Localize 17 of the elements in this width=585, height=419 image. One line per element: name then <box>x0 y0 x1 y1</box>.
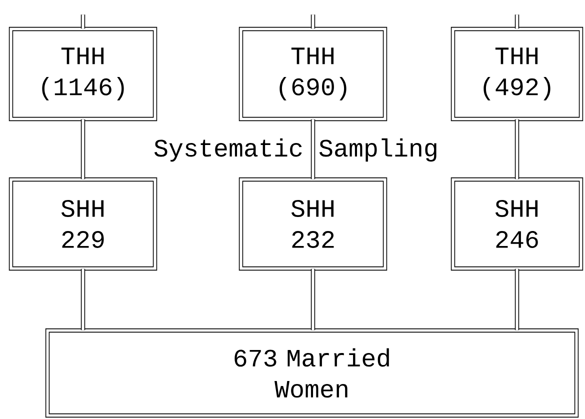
connector-line <box>80 119 86 180</box>
connector-line <box>514 268 520 330</box>
process-box: 673 Married Women <box>45 328 579 418</box>
connector-line <box>80 14 86 29</box>
connector-line <box>310 268 316 330</box>
connector-line <box>514 14 520 29</box>
process-box: THH (690) <box>238 26 388 122</box>
process-box: SHH 232 <box>238 177 388 271</box>
process-box: SHH 246 <box>450 177 584 271</box>
process-box: THH (1146) <box>8 26 158 122</box>
connector-line <box>514 119 520 180</box>
process-label: Systematic Sampling <box>154 138 436 162</box>
connector-line <box>80 268 86 330</box>
process-box: THH (492) <box>450 26 584 122</box>
connector-line <box>310 14 316 29</box>
process-box: SHH 229 <box>8 177 158 271</box>
connector-line <box>310 119 316 180</box>
